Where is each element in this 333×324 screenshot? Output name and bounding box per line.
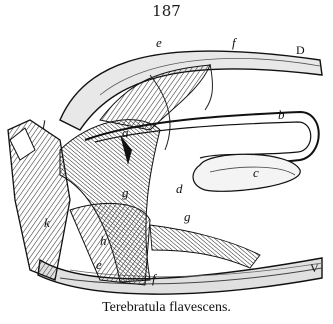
label-b: b [278, 108, 285, 121]
ventral-muscle-fan [70, 203, 150, 285]
label-e-low: e [96, 258, 102, 271]
label-g-low: g [184, 210, 191, 223]
figure-caption: Terebratula flavescens. [0, 300, 333, 316]
label-k: k [44, 216, 50, 229]
label-l: l [42, 118, 46, 131]
label-e-top: e [156, 36, 162, 49]
spiral-arm [193, 154, 300, 191]
label-h: h [100, 234, 107, 247]
label-V: V [310, 262, 319, 274]
label-c: c [253, 166, 259, 179]
label-g-mid: g [122, 186, 129, 199]
label-a: a [122, 126, 129, 139]
label-f-low: f [152, 272, 156, 285]
label-D: D [296, 44, 305, 56]
figure-number: 187 [0, 2, 333, 20]
brachiopod-anatomy-engraving [0, 24, 333, 300]
label-d: d [176, 182, 183, 195]
label-f-top: f [232, 36, 236, 49]
